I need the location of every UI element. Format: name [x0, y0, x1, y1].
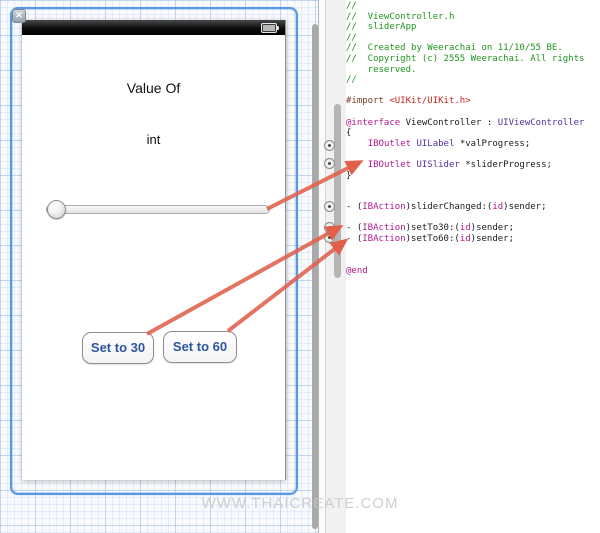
close-icon[interactable]: ✕ [12, 9, 26, 23]
set-to-60-button-label: Set to 60 [172, 339, 228, 354]
code-line [346, 192, 600, 203]
code-line: // Copyright (c) 2555 Weerachai. All rig… [346, 53, 585, 64]
set-to-30-button[interactable]: Set to 30 [82, 332, 154, 364]
code-line: - (IBAction)setTo60:(id)sender; [346, 234, 515, 245]
code-line: @end [346, 265, 368, 276]
code-line: IBOutlet UISlider *sliderProgress; [367, 159, 552, 170]
code-line [346, 86, 600, 97]
phone-view[interactable]: Value Of int Set to 30 Set to 60 [22, 20, 286, 480]
code-line: } [346, 170, 352, 181]
code-line [346, 149, 600, 160]
code-line: IBOutlet UILabel *valProgress; [367, 138, 531, 149]
canvas-scrollbar-thumb[interactable] [312, 24, 318, 529]
code-line: // ViewController.h [346, 11, 455, 22]
set-to-30-button-label: Set to 30 [90, 340, 146, 355]
watermark-text: WWW.THAICREATE.COM [201, 495, 399, 512]
int-label[interactable]: int [146, 132, 161, 147]
battery-icon [261, 23, 279, 33]
connection-well-sliderChanged[interactable] [324, 201, 335, 212]
code-line: // [346, 1, 357, 11]
code-line [346, 181, 600, 192]
status-bar [22, 20, 285, 35]
code-line: #import <UIKit/UIKit.h> [346, 96, 471, 107]
code-line [346, 107, 600, 118]
code-line: - (IBAction)setTo30:(id)sender; [346, 223, 515, 234]
code-line: // [346, 32, 357, 43]
code-line: - (IBAction)sliderChanged:(id)sender; [346, 202, 547, 213]
code-line: { [346, 128, 352, 139]
code-line: // Created by Weerachai on 11/10/55 BE. [346, 43, 563, 54]
code-line: @interface ViewController : UIViewContro… [346, 117, 585, 128]
slider-thumb[interactable] [47, 200, 66, 219]
connection-well-valProgress[interactable] [324, 140, 335, 151]
value-of-label[interactable]: Value Of [126, 80, 181, 96]
code-line: // [346, 75, 357, 86]
slider-track[interactable] [46, 205, 270, 214]
set-to-60-button[interactable]: Set to 60 [163, 331, 237, 363]
code-line [346, 245, 600, 256]
code-scrollbar-thumb[interactable] [334, 104, 341, 278]
code-line [346, 213, 600, 224]
connection-well-setTo60[interactable] [324, 232, 335, 243]
code-line: reserved. [346, 64, 417, 75]
gutter-sliver [319, 0, 326, 533]
connection-gutter [318, 0, 346, 533]
code-line [346, 255, 600, 266]
connection-well-sliderProgress[interactable] [324, 158, 335, 169]
code-content: //// ViewController.h// sliderApp//// Cr… [342, 0, 600, 276]
code-line: // sliderApp [346, 22, 417, 33]
code-editor-pane[interactable]: //// ViewController.h// sliderApp//// Cr… [342, 0, 600, 533]
